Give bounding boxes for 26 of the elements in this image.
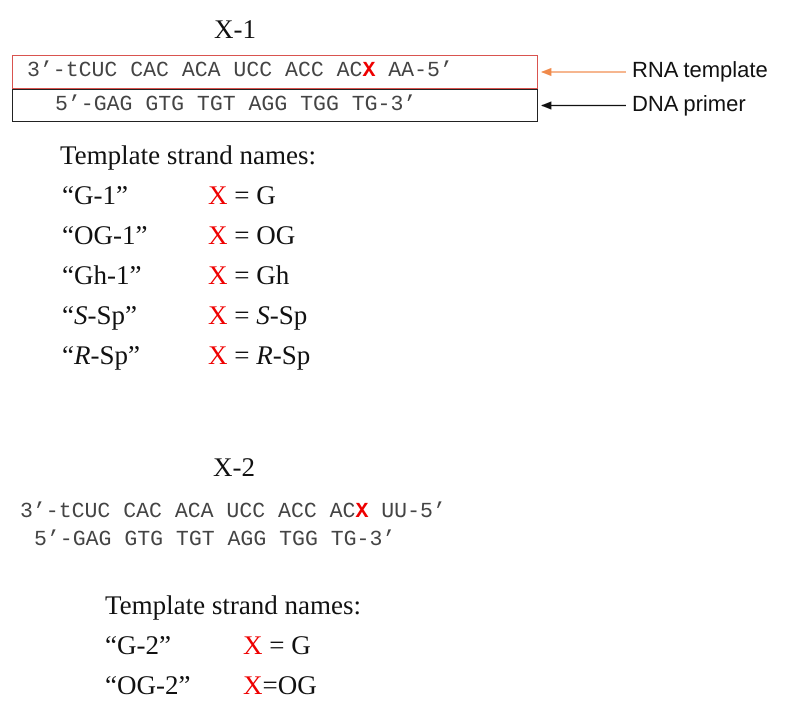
heading: X-2 [213, 452, 255, 483]
strand-name: “S-Sp” [62, 300, 137, 331]
callout-text: DNA primer [632, 89, 782, 119]
callout-text: RNA template [632, 55, 807, 85]
strand-name: “G-2” [105, 630, 171, 661]
sequence-text: 3’-tCUC CAC ACA UCC ACC ACX UU-5’ [20, 500, 446, 524]
definition: X = G [243, 630, 311, 661]
strand-name: “OG-2” [105, 670, 190, 701]
definition: X = S-Sp [208, 300, 308, 331]
definition: X = Gh [208, 260, 290, 291]
strand-name: “OG-1” [62, 220, 148, 251]
heading: Template strand names: [105, 590, 362, 621]
heading: X-1 [214, 14, 256, 45]
strand-name: “R-Sp” [62, 340, 140, 371]
arrow [540, 101, 626, 110]
sequence-text: 5’-GAG GTG TGT AGG TGG TG-3’ [34, 528, 396, 552]
sequence-box: 3’-tCUC CAC ACA UCC ACC ACX AA-5’ [12, 55, 538, 89]
sequence-box: 5’-GAG GTG TGT AGG TGG TG-3’ [12, 89, 538, 122]
definition: X=OG [243, 670, 317, 701]
definition: X = G [208, 180, 276, 211]
strand-name: “G-1” [62, 180, 128, 211]
arrow [540, 68, 626, 76]
definition: X = R-Sp [208, 340, 310, 371]
definition: X = OG [208, 220, 296, 251]
strand-name: “Gh-1” [62, 260, 142, 291]
heading: Template strand names: [60, 140, 316, 171]
